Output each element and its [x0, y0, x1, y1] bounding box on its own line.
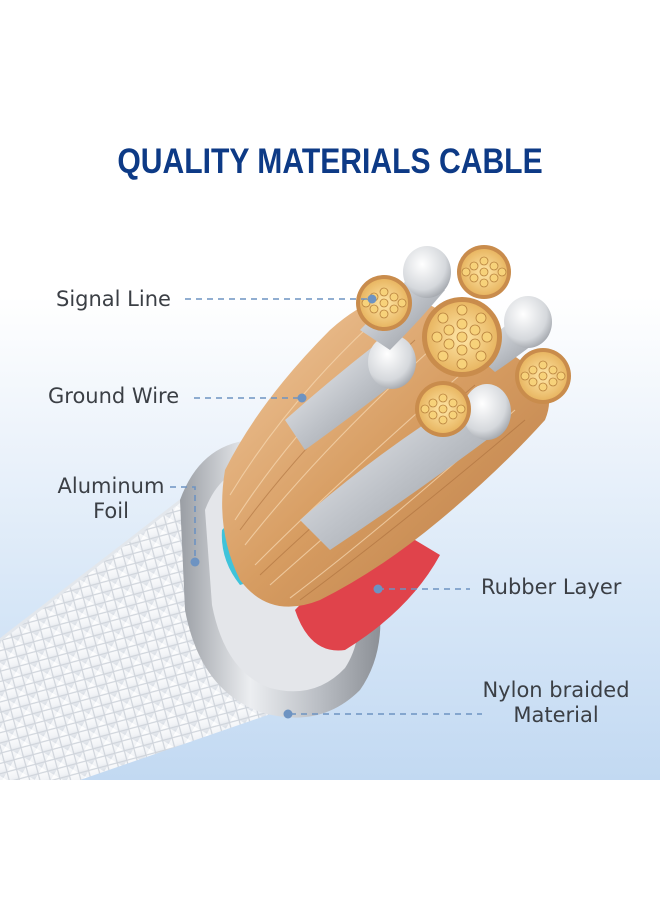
- page-title: QUALITY MATERIALS CABLE: [117, 142, 543, 181]
- label-aluminum-foil-line1: Aluminum: [57, 474, 165, 498]
- callout-dot-nylon: [283, 709, 293, 719]
- label-nylon-line1: Nylon braided: [482, 678, 630, 702]
- label-signal-line: Signal Line: [56, 287, 171, 311]
- label-aluminum-foil-line2: Foil: [93, 499, 129, 523]
- red-insulation: [295, 540, 440, 651]
- label-rubber-layer: Rubber Layer: [481, 575, 622, 599]
- strand-end-top: [457, 245, 511, 299]
- callout-dot-signal: [367, 294, 377, 304]
- bottom-blank-band: [0, 780, 660, 900]
- silver-rod-end-1: [463, 384, 511, 440]
- label-aluminum-foil: Aluminum Foil: [56, 474, 166, 524]
- silver-rod-end-3: [403, 246, 451, 298]
- strand-end-bottom: [415, 381, 471, 437]
- strand-end-right: [515, 348, 571, 404]
- cable-cross-section-illustration: [0, 245, 571, 780]
- silver-rod-end-4: [504, 296, 552, 348]
- label-ground-wire: Ground Wire: [48, 384, 180, 408]
- label-nylon-braided: Nylon braided Material: [482, 678, 630, 728]
- strand-end-center: [422, 297, 502, 377]
- strand-end-left: [356, 275, 412, 331]
- callout-dot-ground: [297, 393, 307, 403]
- callout-dot-rubber: [373, 584, 383, 594]
- callout-line-foil: [170, 486, 196, 560]
- label-nylon-line2: Material: [513, 703, 599, 727]
- callout-dot-foil: [190, 557, 200, 567]
- silver-rod-end-2: [368, 335, 416, 389]
